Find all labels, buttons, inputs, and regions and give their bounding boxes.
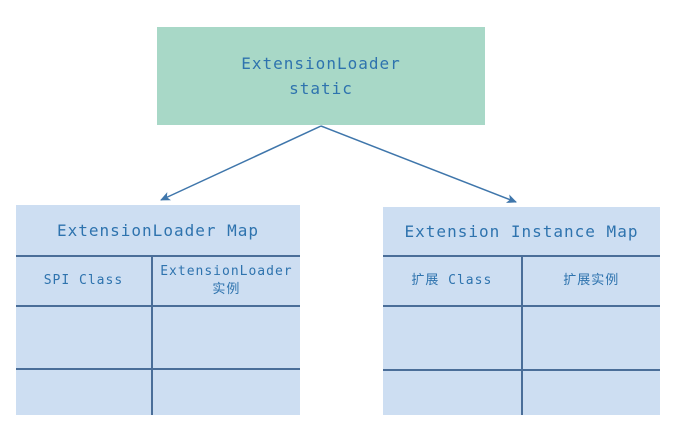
header-cell-extensionloader-instance: ExtensionLoader 实例	[153, 257, 300, 305]
extension-instance-map-empty-row	[383, 371, 660, 415]
root-node-label-line2: static	[289, 79, 353, 98]
arrow-root-to-left-table	[160, 125, 322, 201]
header-cell-spi-class-label: SPI Class	[43, 273, 124, 288]
header-cell-spi-class: SPI Class	[16, 257, 153, 305]
extension-instance-map-empty-row	[383, 307, 660, 371]
empty-cell	[153, 307, 300, 368]
empty-cell	[523, 307, 660, 369]
root-node-label-line1: ExtensionLoader	[241, 54, 401, 73]
empty-cell	[383, 307, 523, 369]
extensionloader-map-empty-row	[16, 307, 300, 370]
extensionloader-map-header-row: SPI Class ExtensionLoader 实例	[16, 257, 300, 307]
arrow-root-to-right-table	[320, 125, 517, 203]
empty-cell	[383, 371, 523, 415]
extensionloader-map-title: ExtensionLoader Map	[16, 205, 300, 257]
header-cell-extension-instance-label: 扩展实例	[563, 273, 620, 288]
extensionloader-map-empty-row	[16, 370, 300, 415]
empty-cell	[153, 370, 300, 415]
empty-cell	[16, 307, 153, 368]
header-cell-extension-class: 扩展 Class	[383, 257, 523, 305]
header-cell-extensionloader-instance-line1: ExtensionLoader	[160, 264, 293, 279]
header-cell-extension-instance: 扩展实例	[523, 257, 660, 305]
root-node-extensionloader-static: ExtensionLoader static	[157, 27, 485, 125]
header-cell-extension-class-label: 扩展 Class	[411, 273, 493, 288]
extensionloader-map-table: ExtensionLoader Map SPI Class ExtensionL…	[16, 205, 300, 415]
header-cell-extensionloader-instance-line2: 实例	[212, 282, 241, 297]
extension-instance-map-table: Extension Instance Map 扩展 Class 扩展实例	[383, 207, 660, 415]
empty-cell	[523, 371, 660, 415]
empty-cell	[16, 370, 153, 415]
extension-instance-map-title: Extension Instance Map	[383, 207, 660, 257]
extension-instance-map-header-row: 扩展 Class 扩展实例	[383, 257, 660, 307]
